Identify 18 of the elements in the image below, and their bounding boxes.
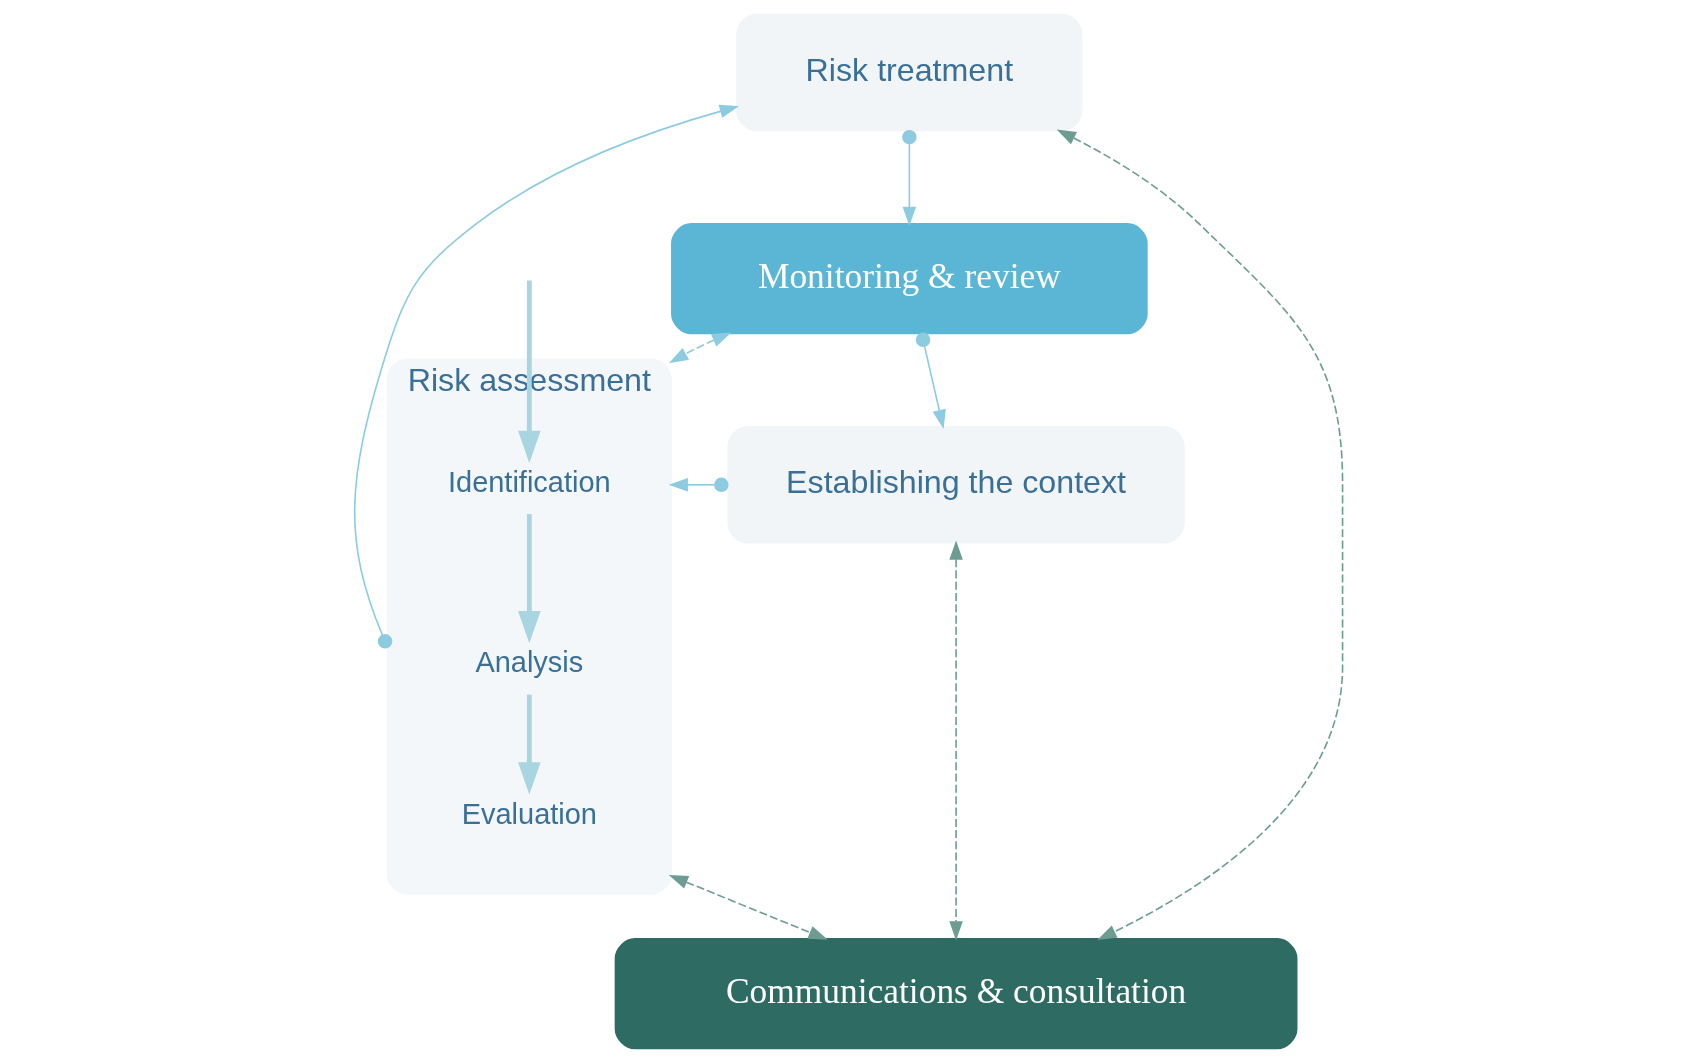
arrow bbox=[1056, 129, 1344, 940]
node-text: Identification bbox=[448, 465, 611, 498]
arrow bbox=[668, 332, 732, 364]
node-box: Establishing the context bbox=[727, 426, 1185, 544]
arrow bbox=[902, 129, 917, 227]
node-text: Evaluation bbox=[461, 797, 597, 830]
node-box: Communications & consultation bbox=[614, 938, 1298, 1050]
node-box: Risk treatment bbox=[736, 13, 1083, 132]
arrow bbox=[518, 514, 541, 644]
node-text: Analysis bbox=[475, 646, 584, 679]
arrow bbox=[668, 477, 729, 493]
arrow bbox=[518, 694, 541, 795]
arrow bbox=[518, 280, 541, 464]
arrow bbox=[668, 874, 828, 940]
node-box: Monitoring & review bbox=[671, 223, 1148, 335]
arrow bbox=[949, 540, 963, 941]
arrow bbox=[915, 332, 946, 430]
arrow bbox=[353, 104, 740, 649]
